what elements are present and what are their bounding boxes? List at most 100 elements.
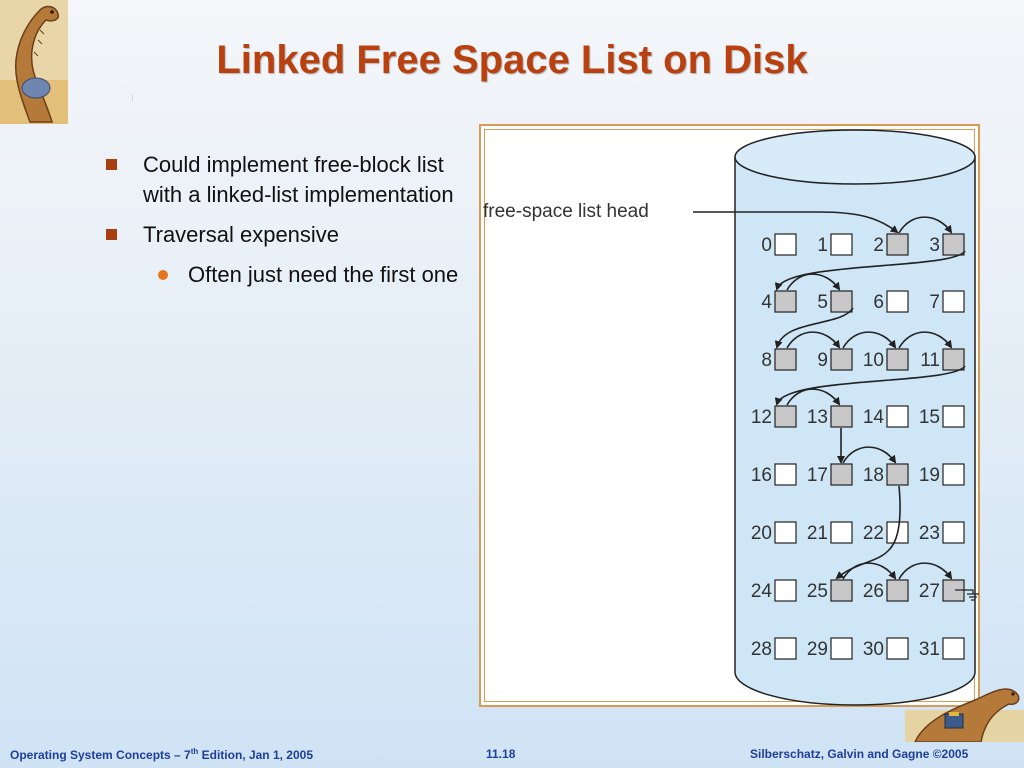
free-block-box bbox=[774, 290, 797, 313]
bullet-list: Could implement free-block list with a l… bbox=[103, 150, 463, 290]
disk-block-2: 2 bbox=[873, 233, 909, 256]
used-block-box bbox=[942, 405, 965, 428]
free-block-box bbox=[830, 463, 853, 486]
free-list-link-arrow bbox=[898, 331, 953, 349]
free-block-box bbox=[774, 405, 797, 428]
disk-block-label: 6 bbox=[873, 292, 884, 313]
used-block-box bbox=[886, 405, 909, 428]
disk-block-label: 4 bbox=[761, 292, 772, 313]
used-block-box bbox=[830, 233, 853, 256]
disk-block-19: 19 bbox=[919, 463, 965, 486]
free-block-box bbox=[886, 463, 909, 486]
used-block-box bbox=[830, 521, 853, 544]
disk-block-label: 8 bbox=[761, 350, 772, 371]
disk-block-24: 24 bbox=[751, 579, 797, 602]
footer-page-number: 11.18 bbox=[486, 747, 516, 761]
disk-block-label: 0 bbox=[761, 235, 772, 256]
disk-block-label: 17 bbox=[807, 465, 828, 486]
free-list-head-arrow bbox=[693, 211, 899, 234]
free-list-link-arrow bbox=[786, 388, 841, 406]
bullet-item: Could implement free-block list with a l… bbox=[103, 150, 463, 210]
disk-block-label: 7 bbox=[929, 292, 940, 313]
free-block-box bbox=[886, 348, 909, 371]
disk-cylinder-top bbox=[734, 129, 976, 185]
disk-block-label: 18 bbox=[863, 465, 884, 486]
dinosaur-logo-icon bbox=[0, 0, 68, 124]
sub-bullet-item: Often just need the first one bbox=[103, 260, 463, 290]
disk-block-23: 23 bbox=[919, 521, 965, 544]
free-list-link-arrow bbox=[786, 331, 841, 349]
disk-block-label: 9 bbox=[817, 350, 828, 371]
disk-block-label: 12 bbox=[751, 407, 772, 428]
round-bullet-icon bbox=[158, 270, 168, 280]
bullet-item: Traversal expensive bbox=[103, 220, 463, 250]
disk-block-label: 10 bbox=[863, 350, 884, 371]
free-list-link-arrow bbox=[774, 250, 966, 291]
used-block-box bbox=[886, 637, 909, 660]
free-block-box bbox=[830, 405, 853, 428]
disk-block-27: 27 bbox=[919, 579, 965, 602]
null-pointer-icon bbox=[955, 589, 979, 601]
disk-block-label: 5 bbox=[817, 292, 828, 313]
used-block-box bbox=[942, 521, 965, 544]
free-block-box bbox=[886, 233, 909, 256]
dinosaur-logo-icon bbox=[905, 688, 1024, 742]
slide-title: Linked Free Space List on Disk bbox=[216, 38, 808, 82]
free-list-link-arrow bbox=[774, 365, 966, 406]
disk-block-18: 18 bbox=[863, 463, 909, 486]
disk-block-5: 5 bbox=[817, 290, 853, 313]
disk-block-7: 7 bbox=[929, 290, 965, 313]
disk-block-label: 16 bbox=[751, 465, 772, 486]
disk-block-31: 31 bbox=[919, 637, 965, 660]
disk-block-label: 26 bbox=[863, 581, 884, 602]
footer-book-title: Operating System Concepts – 7th Edition,… bbox=[10, 747, 314, 762]
disk-block-22: 22 bbox=[863, 521, 909, 544]
disk-block-label: 27 bbox=[919, 581, 940, 602]
disk-block-label: 2 bbox=[873, 235, 884, 256]
disk-block-15: 15 bbox=[919, 405, 965, 428]
free-block-box bbox=[942, 348, 965, 371]
free-block-box bbox=[774, 348, 797, 371]
used-block-box bbox=[774, 521, 797, 544]
free-list-link-arrow bbox=[842, 446, 897, 464]
disk-block-16: 16 bbox=[751, 463, 797, 486]
disk-block-20: 20 bbox=[751, 521, 797, 544]
disk-block-29: 29 bbox=[807, 637, 853, 660]
disk-block-label: 28 bbox=[751, 639, 772, 660]
disk-block-11: 11 bbox=[920, 348, 965, 371]
free-space-head-label: free-space list head bbox=[483, 201, 649, 222]
disk-block-label: 13 bbox=[807, 407, 828, 428]
disk-block-17: 17 bbox=[807, 463, 853, 486]
disk-block-4: 4 bbox=[761, 290, 797, 313]
bullet-text: Could implement free-block list with a l… bbox=[143, 152, 454, 207]
disk-block-25: 25 bbox=[807, 579, 853, 602]
free-list-link-arrow bbox=[842, 562, 897, 580]
disk-block-13: 13 bbox=[807, 405, 853, 428]
free-list-link-arrow bbox=[898, 216, 953, 234]
disk-block-21: 21 bbox=[807, 521, 853, 544]
used-block-box bbox=[942, 290, 965, 313]
used-block-box bbox=[774, 233, 797, 256]
free-list-link-arrow bbox=[898, 562, 953, 580]
free-block-box bbox=[830, 290, 853, 313]
bullet-text: Traversal expensive bbox=[143, 222, 340, 247]
free-block-box bbox=[830, 348, 853, 371]
disk-block-1: 1 bbox=[817, 233, 853, 256]
free-list-link-arrow bbox=[774, 307, 854, 349]
disk-block-label: 22 bbox=[863, 523, 884, 544]
used-block-box bbox=[774, 463, 797, 486]
used-block-box bbox=[774, 637, 797, 660]
disk-block-3: 3 bbox=[929, 233, 965, 256]
disk-block-label: 14 bbox=[863, 407, 885, 428]
disk-block-30: 30 bbox=[863, 637, 909, 660]
disk-block-label: 15 bbox=[919, 407, 940, 428]
disk-block-28: 28 bbox=[751, 637, 797, 660]
free-block-box bbox=[942, 233, 965, 256]
disk-block-label: 11 bbox=[920, 350, 940, 371]
disk-block-label: 30 bbox=[863, 639, 884, 660]
disk-block-9: 9 bbox=[817, 348, 853, 371]
disk-block-label: 20 bbox=[751, 523, 772, 544]
square-bullet-icon bbox=[106, 229, 117, 240]
used-block-box bbox=[774, 579, 797, 602]
